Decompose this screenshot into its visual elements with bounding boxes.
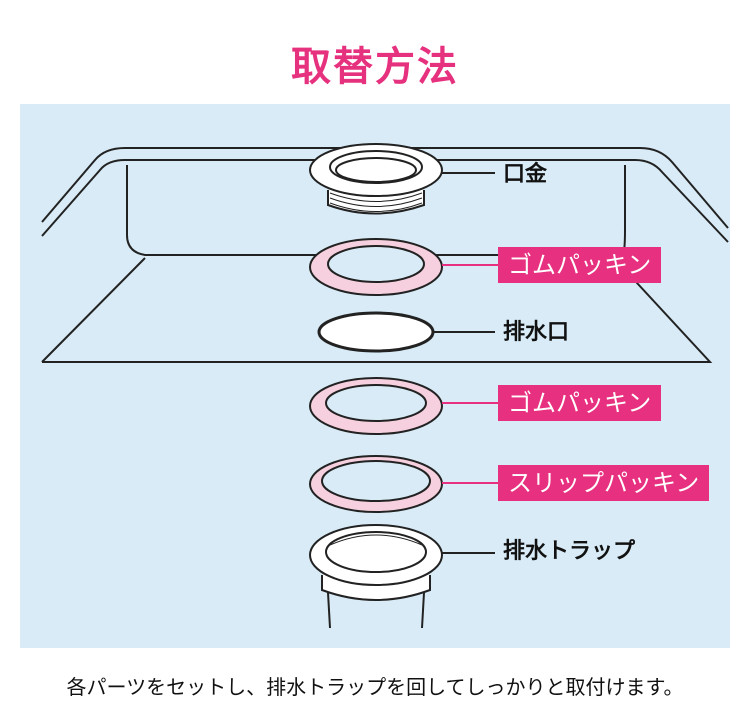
drain-trap-part [309, 524, 495, 629]
label-mouthpiece: 口金 [503, 162, 548, 187]
mouthpiece-part [309, 143, 495, 215]
label-rubber-packing-2: ゴムパッキン [498, 385, 662, 421]
label-rubber-packing-1: ゴムパッキン [498, 247, 662, 283]
label-drain-trap: 排水トラップ [503, 539, 636, 564]
drain-outlet-part [317, 311, 495, 353]
rubber-packing-2-part [309, 377, 498, 435]
label-slip-packing: スリップパッキン [498, 465, 710, 501]
rubber-packing-1-part [309, 238, 498, 296]
instruction-caption: 各パーツをセットし、排水トラップを回してしっかりと取付けます。 [66, 675, 684, 699]
slip-packing-part [309, 455, 498, 513]
sink-basin [41, 257, 713, 363]
label-drain-outlet: 排水口 [503, 320, 570, 345]
page-title: 取替方法 [291, 44, 459, 90]
